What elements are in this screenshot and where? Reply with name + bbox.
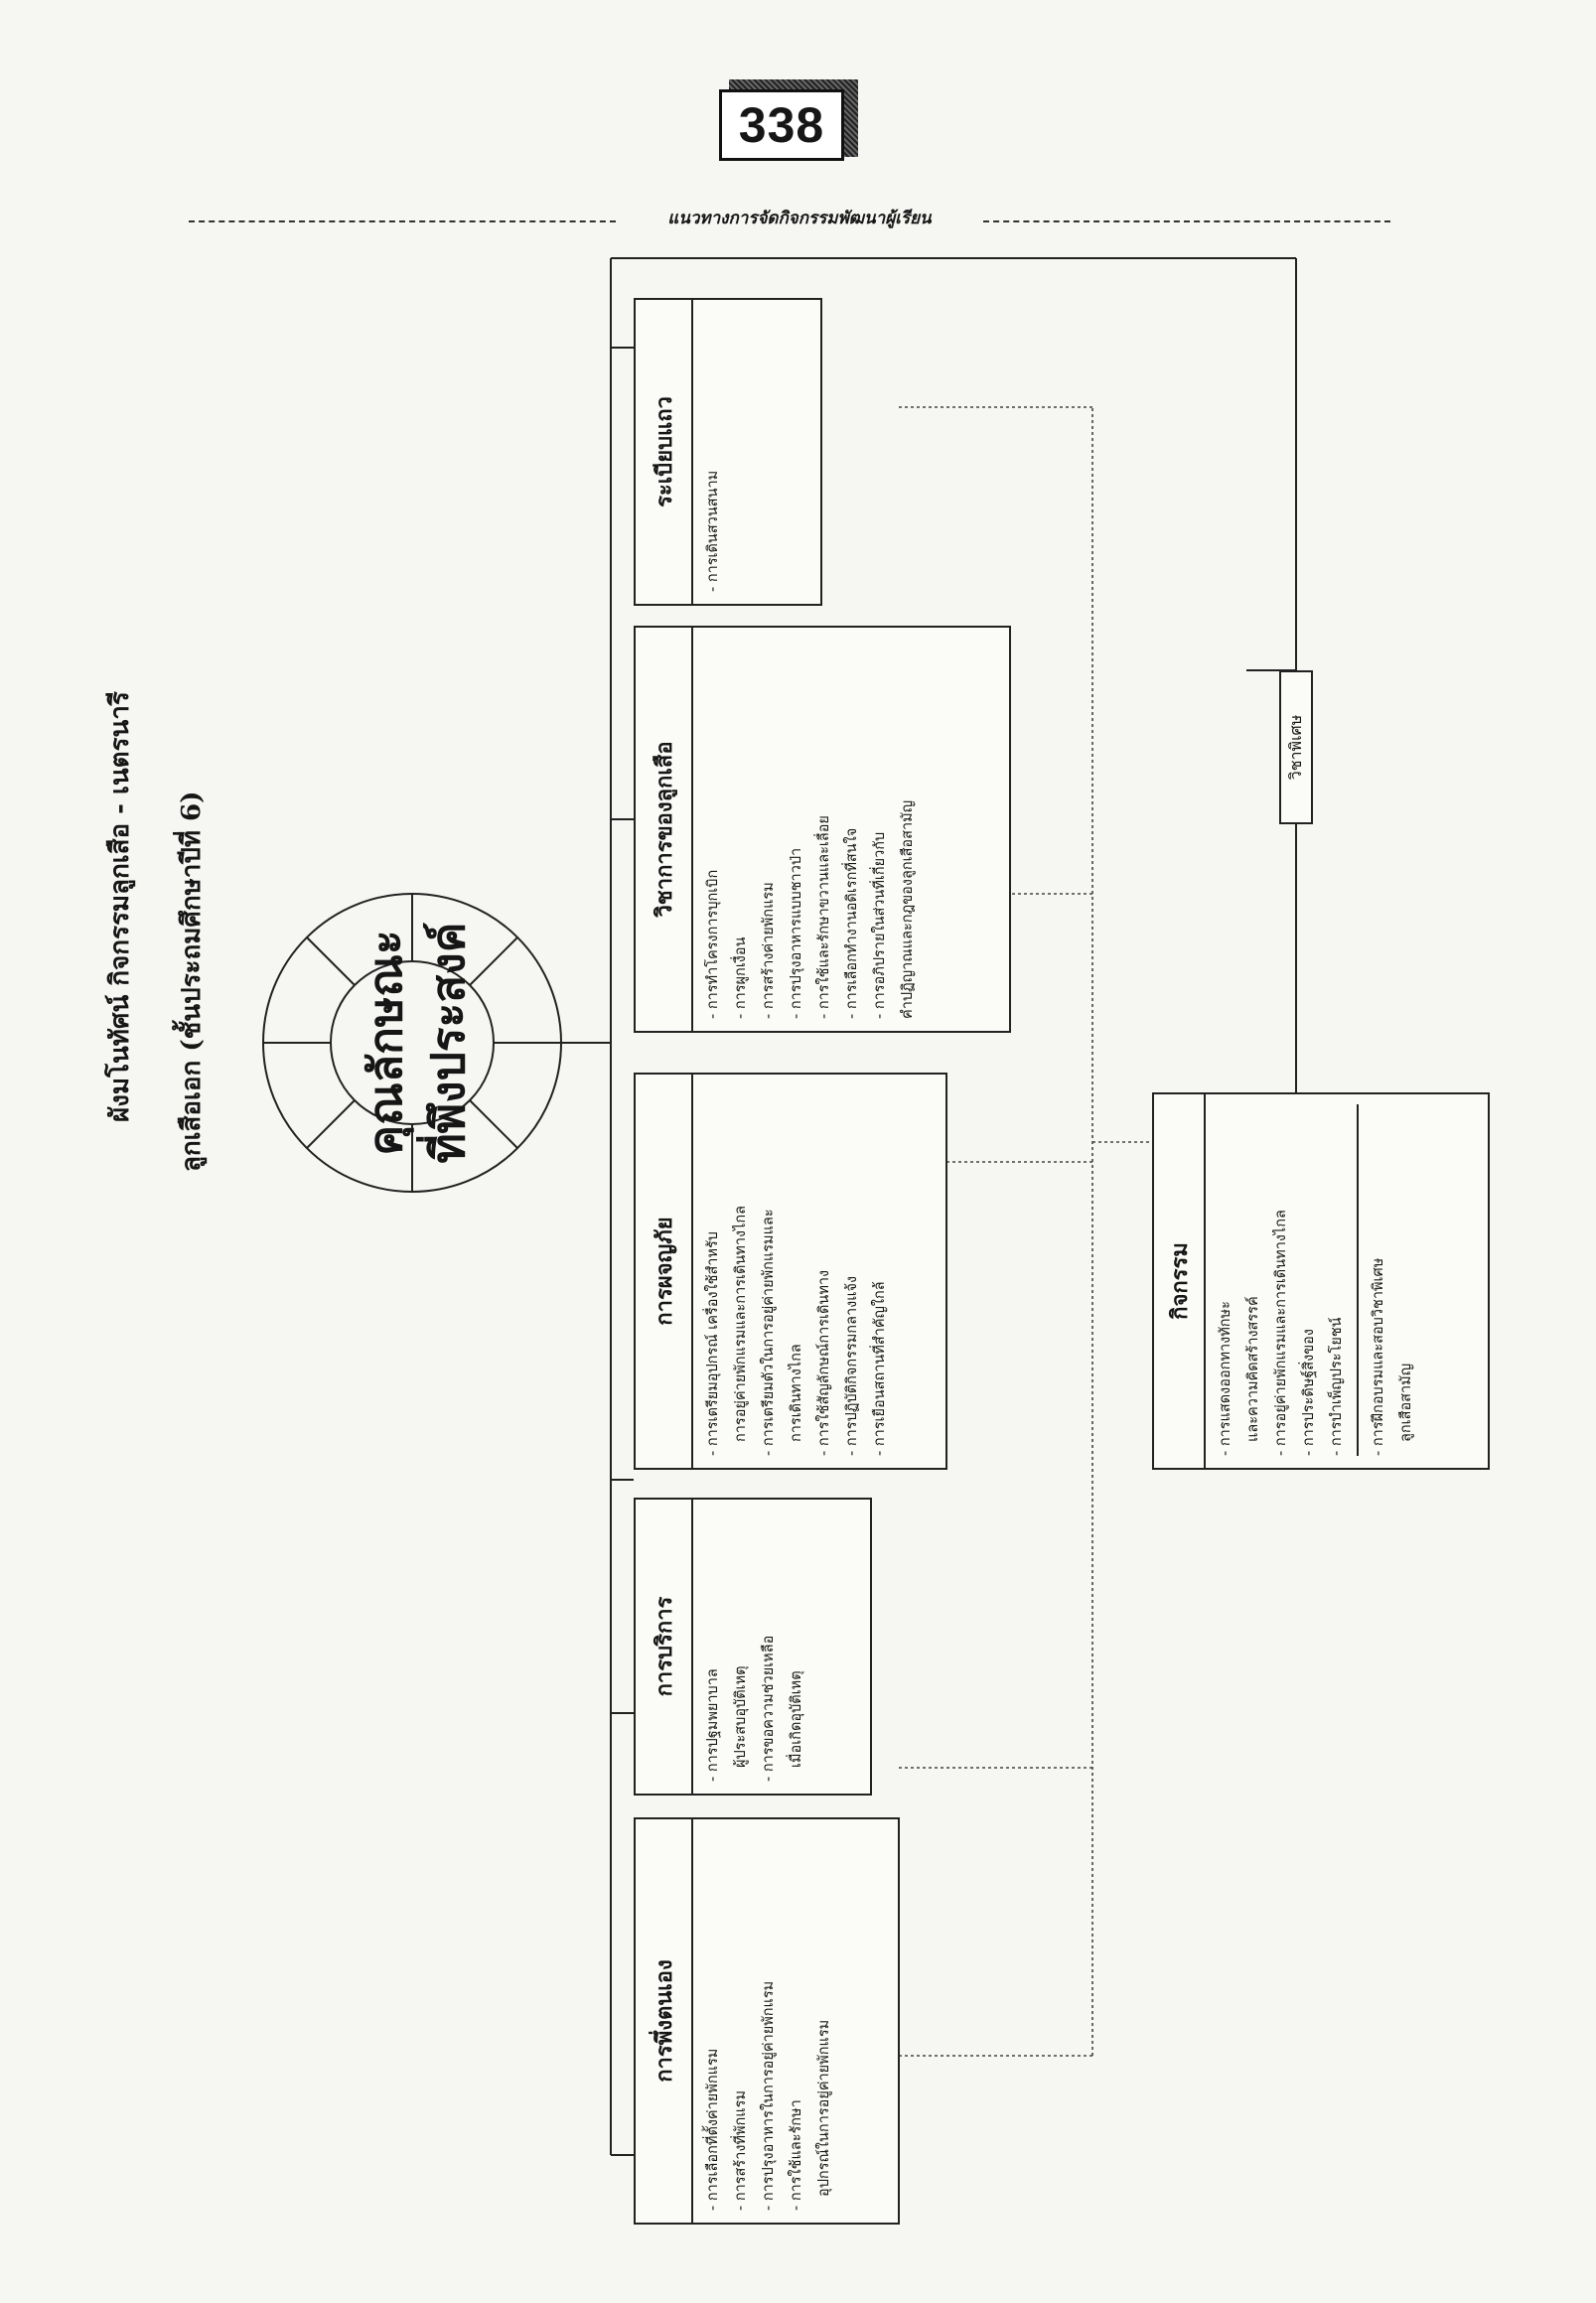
activities-box: กิจกรรม - การแสดงออกทางทักษะ และความคิดส… [1152, 1092, 1490, 1470]
list-item: ผู้ประสบอุบัติเหตุ [733, 1665, 749, 1768]
branch-service: การบริการ - การปฐมพยาบาล ผู้ประสบอุบัติเ… [634, 1498, 872, 1796]
branch-adventure: การผจญภัย - การเตรียมอุปกรณ์ เครื่องใช้ส… [634, 1073, 947, 1470]
list-item: - การอภิปรายในส่วนที่เกี่ยวกับ [872, 831, 888, 1019]
branch-heading: วิชาการของลูกเสือ [636, 628, 693, 1031]
list-item: - การเตรียมอุปกรณ์ เครื่องใช้สำหรับ [705, 1230, 721, 1456]
list-item: - การเยือนสถานที่สำคัญใกล้ [872, 1281, 888, 1456]
list-item: - การสร้างที่พักแรม [733, 2090, 749, 2211]
center-label-bottom: ที่พึงประสงค์ [421, 922, 475, 1164]
branch-scout-skills: วิชาการของลูกเสือ - การทำโครงการบุกเบิก … [634, 626, 1011, 1033]
list-item: - การสร้างค่ายพักแรม [761, 882, 777, 1019]
page-number-badge: 338 [719, 79, 858, 165]
list-item: การเดินทางไกล [789, 1344, 804, 1442]
concept-map: ผังมโนทัศน์ กิจกรรมลูกเสือ - เนตรนารี ลู… [60, 99, 1490, 2234]
list-item: - การฝึกอบรมและสอบวิชาพิเศษ [1357, 1104, 1392, 1456]
branch-drill: ระเบียบแถว - การเดินสวนสนาม [634, 298, 822, 606]
list-item: - การปฐมพยาบาล [705, 1668, 721, 1782]
list-item: - การเตรียมตัวในการอยู่ค่ายพักแรมและ [761, 1209, 777, 1456]
header-rule-left [189, 220, 616, 222]
branch-heading: การผจญภัย [636, 1075, 693, 1468]
branch-items: - การเตรียมอุปกรณ์ เครื่องใช้สำหรับ การอ… [693, 1075, 900, 1468]
list-item: - การขอความช่วยเหลือ [761, 1635, 777, 1782]
list-item: - การใช้และรักษาขวานและเลื่อย [816, 815, 832, 1019]
list-item: อุปกรณ์ในการอยู่ค่ายพักแรม [816, 2019, 832, 2197]
activities-heading: กิจกรรม [1154, 1094, 1206, 1468]
list-item: - การปรุงอาหารแบบชาวป่า [789, 847, 804, 1019]
list-item: - การปฏิบัติกิจกรรมกลางแจ้ง [844, 1275, 860, 1456]
list-item: คำปฏิญาณและกฎของลูกเสือสามัญ [900, 799, 916, 1019]
header-title: แนวทางการจัดกิจกรรมพัฒนาผู้เรียน [667, 209, 932, 228]
list-item: - การทำโครงการบุกเบิก [705, 869, 721, 1019]
list-item: - การแสดงออกทางทักษะ [1218, 1301, 1233, 1456]
branch-heading: การบริการ [636, 1500, 693, 1794]
list-item: - การประดิษฐ์สิ่งของ [1301, 1329, 1317, 1456]
activities-items: - การแสดงออกทางทักษะ และความคิดสร้างสรรค… [1206, 1094, 1426, 1468]
branch-self-reliance: การพึ่งตนเอง - การเลือกที่ตั้งค่ายพักแรม… [634, 1817, 900, 2225]
list-item: - การเลือกที่ตั้งค่ายพักแรม [705, 2048, 721, 2211]
special-subjects-box: วิชาพิเศษ [1279, 670, 1313, 824]
branch-items: - การทำโครงการบุกเบิก - การผูกเงื่อน - ก… [693, 628, 928, 1031]
branch-items: - การเดินสวนสนาม [693, 300, 733, 604]
list-item: - การใช้และรักษา [789, 2099, 804, 2211]
list-item: - การเดินสวนสนาม [705, 470, 721, 592]
branch-heading: การพึ่งตนเอง [636, 1819, 693, 2223]
branch-heading: ระเบียบแถว [636, 300, 693, 604]
list-item: - การอยู่ค่ายพักแรมและการเดินทางไกล [1273, 1210, 1289, 1456]
branch-items: - การเลือกที่ตั้งค่ายพักแรม - การสร้างที… [693, 1819, 844, 2223]
connector-lines [262, 257, 1331, 2156]
header-rule-right [983, 220, 1390, 222]
list-item: - การใช้สัญลักษณ์การเดินทาง [816, 1269, 832, 1456]
diagram-subtitle: ลูกเสือเอก (ชั้นประถมศึกษาปีที่ 6) [177, 791, 207, 1172]
list-item: - การบำเพ็ญประโยชน์ [1329, 1317, 1345, 1456]
page-number: 338 [719, 89, 844, 161]
list-item: - การเลือกทำงานอดิเรกที่สนใจ [844, 827, 860, 1019]
diagram-title: ผังมโนทัศน์ กิจกรรมลูกเสือ - เนตรนารี [105, 691, 135, 1122]
list-item: - การปรุงอาหารในการอยู่ค่ายพักแรม [761, 1980, 777, 2211]
list-item: - การผูกเงื่อน [733, 936, 749, 1019]
list-item: เมื่อเกิดอุบัติเหตุ [789, 1670, 804, 1768]
branch-items: - การปฐมพยาบาล ผู้ประสบอุบัติเหตุ - การข… [693, 1500, 816, 1794]
list-item: การอยู่ค่ายพักแรมและการเดินทางไกล [733, 1205, 749, 1442]
list-item: และความคิดสร้างสรรค์ [1245, 1296, 1261, 1442]
list-item: ลูกเสือสามัญ [1398, 1363, 1414, 1442]
